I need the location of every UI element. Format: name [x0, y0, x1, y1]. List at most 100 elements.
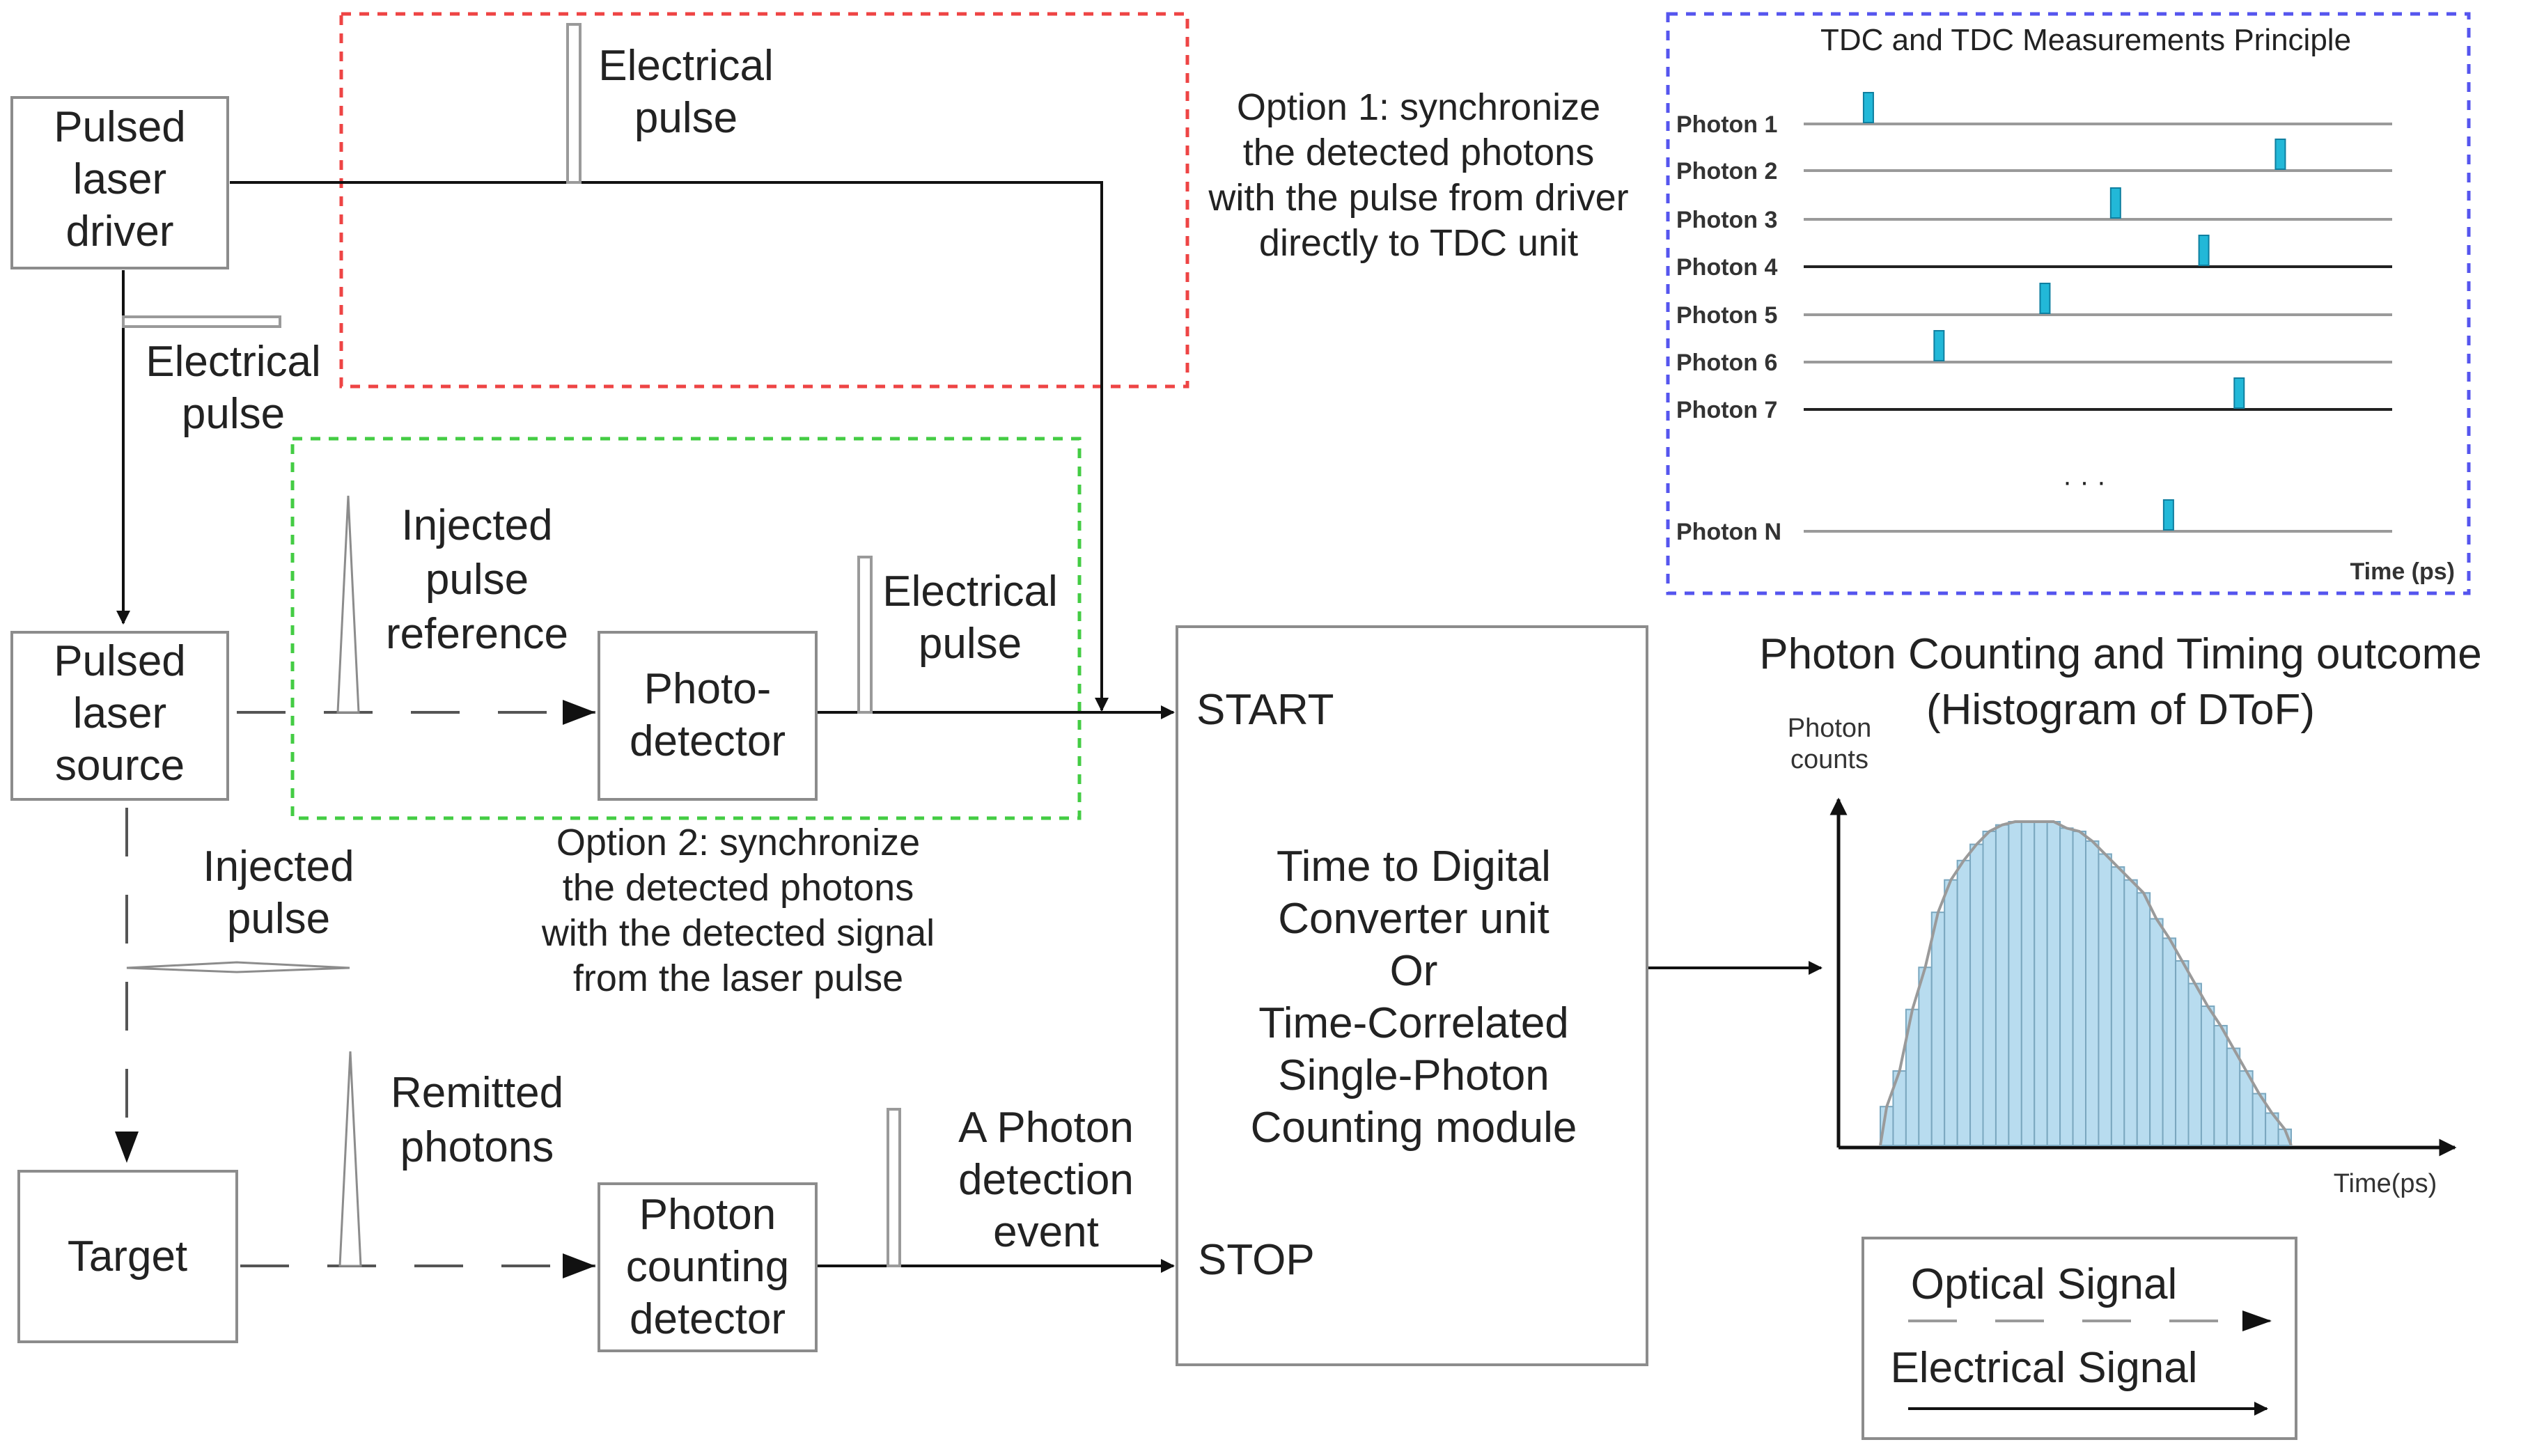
histogram-bar: [2008, 821, 2022, 1146]
tdc-photon-marker: [2274, 139, 2286, 170]
ipr-line-2: pulse: [426, 556, 529, 604]
target-line-1: Target: [68, 1232, 187, 1281]
ylabel-line-1: Photon: [1788, 714, 1871, 743]
tdc-photon-marker: [2039, 283, 2051, 314]
ip-line-1: Injected: [203, 843, 354, 891]
tdc-photon-label: Photon 6: [1676, 350, 1777, 376]
injected-pulse-reference-spike: [336, 495, 360, 714]
injected-pulse-spike: [126, 961, 350, 973]
tdcbody-line-1: Time to Digital: [1277, 843, 1551, 891]
rp-line-2: photons: [400, 1123, 554, 1171]
histogram-bar: [2034, 821, 2048, 1146]
pulsed-laser-driver-box: [10, 96, 229, 269]
histogram-bar: [1944, 879, 1958, 1146]
histogram-bar: [1995, 824, 2010, 1147]
histogram-bar: [2213, 1024, 2228, 1146]
driver-to-start-line: [230, 181, 1109, 712]
legend-optical-label: Optical Signal: [1911, 1260, 2178, 1308]
electrical-pulse-left-glyph: [122, 315, 281, 328]
histogram-bar: [2046, 821, 2061, 1146]
tdc-photon-marker: [2198, 235, 2210, 266]
pcd-line-1: Photon: [639, 1191, 776, 1239]
ip-line-2: pulse: [227, 895, 330, 943]
tdcbody-line-5: Single-Photon: [1278, 1051, 1550, 1099]
histogram-bar: [2175, 960, 2190, 1146]
opt2-line-3: with the detected signal: [541, 912, 935, 954]
legend-optical-arrowhead: [2242, 1310, 2272, 1331]
option2-region: [290, 437, 1082, 820]
photo-detector-label: Photo-detector: [630, 665, 786, 765]
histogram-bar: [2085, 840, 2100, 1147]
tdc-photon-marker: [1933, 330, 1945, 361]
histogram-bar: [1969, 843, 1984, 1147]
tdc-start-label: START: [1196, 686, 1334, 734]
histogram-bar: [2123, 879, 2138, 1146]
tdc-time-label: Time (ps): [2350, 558, 2455, 585]
pcd-line-2: counting: [626, 1243, 789, 1291]
opt2-line-1: Option 2: synchronize: [556, 822, 920, 863]
ep-left-line-2: pulse: [182, 390, 285, 438]
target-label: Target: [68, 1232, 187, 1281]
legend-box: [1862, 1237, 2297, 1440]
source-to-photodetector-arrowhead: [563, 700, 595, 725]
histogram-bar: [2187, 983, 2202, 1146]
tdc-panel: [1666, 12, 2471, 595]
pde-line-3: event: [993, 1208, 1099, 1256]
ipr-line-1: Injected: [401, 501, 552, 549]
tdc-ellipsis: · · ·: [2063, 467, 2106, 497]
histogram-bar: [2020, 821, 2036, 1146]
tdc-photon-label: Photon 7: [1676, 397, 1777, 423]
ylabel-line-2: counts: [1790, 745, 1868, 774]
tdc-photon-label: Photon 5: [1676, 302, 1777, 329]
ep-mid-line-1: Electrical: [882, 567, 1058, 616]
source-line-3: source: [55, 742, 185, 790]
source-to-target-arrowhead: [115, 1132, 139, 1163]
histogram-bar: [1982, 830, 1997, 1146]
option1-region: [339, 12, 1189, 389]
ep-top-line-2: pulse: [634, 94, 737, 142]
tdc-photon-label: Photon 2: [1676, 158, 1777, 185]
pde-line-2: detection: [958, 1156, 1134, 1204]
tdc-photon-marker: [2233, 377, 2245, 409]
tdc-unit-box: [1176, 625, 1648, 1366]
ep-left-line-1: Electrical: [146, 338, 321, 386]
photodet-line-2: detector: [630, 717, 786, 765]
tdc-photon-label: Photon 1: [1676, 111, 1777, 138]
histogram-envelope: [1879, 820, 2293, 1146]
tdc-photon-marker: [2162, 499, 2174, 531]
histogram-bar: [1956, 859, 1972, 1147]
histogram-bar: [1918, 966, 1933, 1146]
tdc-photon-label: Photon 4: [1676, 254, 1778, 281]
opt1-line-4: directly to TDC unit: [1259, 222, 1578, 264]
opt1-line-3: with the pulse from driver: [1208, 177, 1628, 219]
ep-mid-line-2: pulse: [919, 620, 1022, 668]
target-box: [17, 1170, 238, 1343]
histogram-subtitle: (Histogram of DToF): [1926, 686, 2315, 734]
histogram-bar: [1930, 911, 1946, 1146]
histogram-title: Photon Counting and Timing outcome: [1759, 630, 2481, 678]
tdcbody-line-2: Converter unit: [1278, 895, 1549, 943]
pcd-line-3: detector: [630, 1295, 786, 1343]
tdcbody-line-3: Or: [1390, 947, 1438, 995]
electrical-pulse-mid-glyph: [857, 556, 873, 714]
photon-counting-detector-box: [598, 1182, 818, 1352]
tdc-photon-rows: Photon 1 Photon 2 Photon 3 Photon 4 Photon 5…: [1676, 92, 2392, 545]
tdc-stop-label: STOP: [1198, 1236, 1315, 1284]
opt2-line-2: the detected photons: [563, 867, 914, 909]
electrical-pulse-top-glyph: [566, 23, 582, 184]
histogram-bar: [2200, 1005, 2215, 1147]
tdc-photon-label: Photon 3: [1676, 207, 1777, 233]
